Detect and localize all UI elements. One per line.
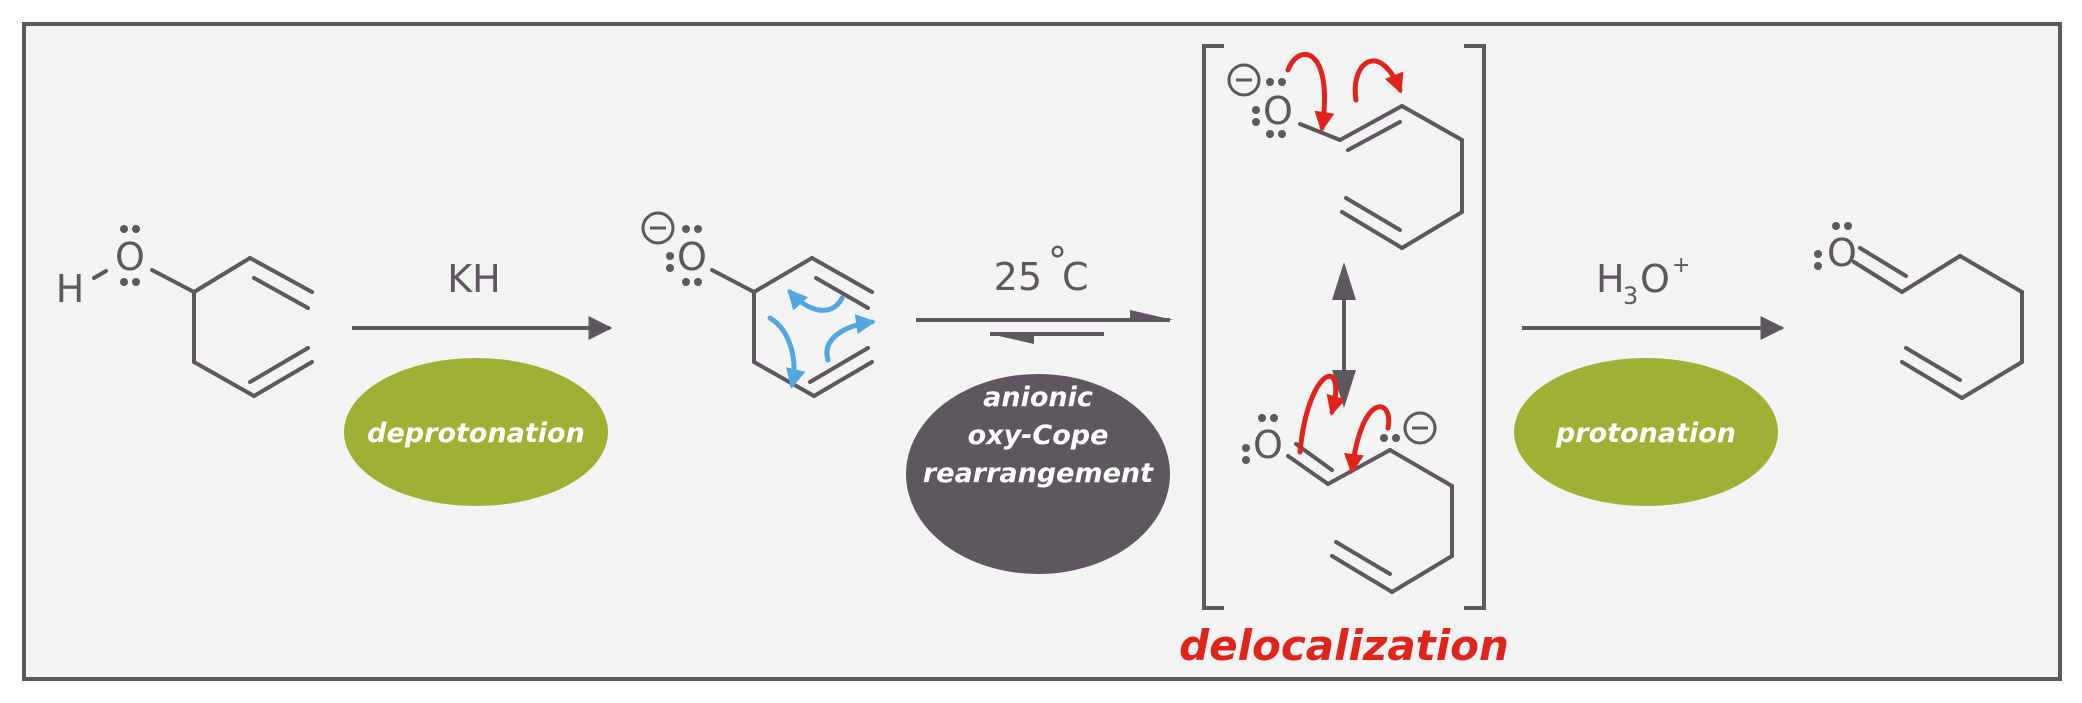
protonation-badge [1514, 358, 1778, 506]
oxygen-label: O [1253, 423, 1283, 467]
lone-pair-dots [1242, 414, 1400, 464]
double-bond-inner [252, 276, 310, 310]
alkoxide-intermediate [710, 256, 874, 398]
double-bond-inner [808, 346, 870, 384]
bond [1338, 104, 1404, 142]
oxy-cope-label-line1: anionic [983, 382, 1093, 413]
bond-o-c [1298, 122, 1342, 142]
negative-charge-icon [1227, 63, 1261, 97]
negative-charge-icon [1403, 411, 1437, 445]
equilibrium-arrows-icon [916, 310, 1174, 344]
lone-pair-dots [120, 225, 140, 286]
bond [1400, 104, 1464, 142]
oxygen-label: O [677, 235, 707, 279]
bond [1900, 360, 1964, 400]
reagent-kh: KH [447, 257, 501, 301]
temperature-value: 25 [994, 255, 1042, 299]
bond [752, 360, 816, 398]
reagent-hydronium: H 3 O + [1596, 253, 1690, 310]
c-o-double-bond [1852, 260, 1904, 294]
bond [248, 256, 314, 294]
bond-o-c [150, 268, 196, 294]
protonation-label: protonation [1555, 418, 1736, 449]
scheme-frame [22, 22, 2062, 681]
bond [812, 360, 874, 398]
double-bond-inner [1334, 540, 1392, 576]
oxy-cope-label-line2: oxy-Cope [968, 420, 1109, 451]
enolate-resonance-form [1298, 104, 1464, 250]
bond [1960, 360, 2024, 400]
carbanion-resonance-form [1286, 442, 1454, 594]
temperature-unit: C [1062, 255, 1089, 299]
bond [1388, 448, 1454, 488]
bond-o-c [710, 268, 756, 294]
reagent-h: H [1596, 257, 1625, 301]
bond [252, 360, 314, 398]
double-bond-inner [248, 346, 310, 384]
oxygen-label: O [115, 235, 145, 279]
double-bond-inner [1858, 246, 1908, 278]
oxy-cope-label-line3: rearrangement [923, 458, 1154, 489]
oxy-cope-badge [906, 374, 1170, 574]
double-bond-inner [1346, 120, 1402, 152]
deprotonation-label: deprotonation [367, 418, 585, 449]
reagent-subscript: 3 [1623, 282, 1638, 310]
deprotonation-badge [344, 358, 608, 506]
oxygen-label: O [1827, 231, 1857, 275]
resonance-brackets [1202, 44, 1486, 610]
delocalization-caption: delocalization [1179, 621, 1509, 670]
bond [1330, 554, 1394, 594]
curved-arrow-red-icon [1297, 373, 1392, 474]
hydrogen-label: H [56, 267, 85, 311]
product-aldehyde [1852, 246, 2024, 400]
bond [752, 256, 814, 294]
curved-arrow-red-icon [1285, 51, 1404, 132]
bond [1900, 254, 1962, 294]
c-o-double-bond [1286, 454, 1330, 486]
negative-charge-icon [641, 211, 675, 245]
bond [192, 360, 256, 398]
double-bond-inner [1904, 346, 1962, 382]
bond [1958, 254, 2024, 294]
reagent-superscript: + [1672, 253, 1690, 278]
bond [1390, 554, 1454, 594]
lone-pair-dots [1252, 78, 1286, 138]
lone-pair-dots [1814, 222, 1852, 270]
bond [1340, 210, 1404, 250]
bond [192, 256, 252, 294]
bond-h-o [92, 269, 108, 280]
reagent-o: O [1640, 257, 1670, 301]
degree-symbol: ° [1048, 239, 1067, 283]
lone-pair-dots [666, 225, 702, 286]
double-bond-inner [1344, 196, 1402, 232]
reactant-alcohol [92, 256, 314, 398]
resonance-double-arrow-icon [1332, 262, 1356, 408]
curved-arrow-blue-icon [767, 289, 876, 389]
bond [810, 256, 874, 294]
bond [1400, 210, 1464, 250]
oxygen-label: O [1263, 89, 1293, 133]
double-bond-inner [814, 276, 870, 310]
